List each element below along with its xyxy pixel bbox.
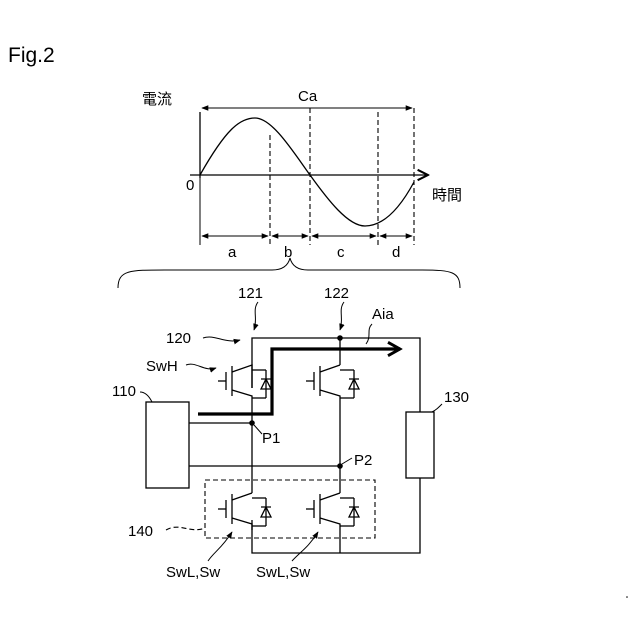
ref-110: 110 — [112, 383, 136, 400]
segment-d-label: d — [392, 244, 400, 261]
label-swl-left: SwL,Sw — [166, 564, 220, 581]
ref-140: 140 — [128, 523, 153, 540]
ref-130: 130 — [444, 389, 469, 406]
leader-p2 — [342, 458, 352, 464]
leader-121 — [254, 302, 258, 330]
ref-121: 121 — [238, 285, 263, 302]
switch-upper-right — [306, 365, 359, 402]
leader-130 — [432, 404, 442, 412]
power-source-110 — [146, 402, 189, 488]
leader-p1 — [254, 425, 262, 434]
switch-lower-left — [218, 493, 271, 530]
leader-aia — [366, 324, 372, 344]
stray-dot — [626, 596, 628, 598]
label-swl-right: SwL,Sw — [256, 564, 310, 581]
leader-swh — [186, 364, 216, 369]
ref-122: 122 — [324, 285, 349, 302]
x-axis-label: 時間 — [432, 187, 462, 204]
leader-120 — [203, 337, 240, 341]
segment-b-label: b — [284, 244, 292, 261]
y-axis-label: 電流 — [142, 91, 172, 108]
label-swh: SwH — [146, 358, 178, 375]
leader-122 — [340, 302, 344, 330]
leader-swl-left — [208, 532, 232, 561]
origin-label: 0 — [186, 177, 194, 194]
current-waveform-graph: 電流 時間 0 Ca a b c d — [142, 88, 462, 261]
leader-110 — [140, 392, 152, 402]
segment-c-label: c — [337, 244, 345, 261]
curly-brace — [118, 258, 460, 288]
sine-curve — [200, 118, 414, 226]
switch-lower-right — [306, 493, 359, 530]
label-p2: P2 — [354, 452, 372, 469]
inverter-circuit: 121 122 120 SwH Aia 110 130 P1 P2 140 Sw… — [112, 285, 469, 581]
cycle-label: Ca — [298, 88, 318, 105]
label-aia: Aia — [372, 306, 394, 323]
bottom-bus — [252, 478, 420, 553]
segment-a-label: a — [228, 244, 237, 261]
label-p1: P1 — [262, 430, 280, 447]
leader-swl-right — [292, 532, 318, 561]
load-130 — [406, 412, 434, 478]
junction-top-right — [337, 335, 343, 341]
lower-switch-group-140 — [205, 480, 375, 538]
leader-140 — [166, 527, 205, 530]
switch-swh-upper-left — [218, 365, 271, 403]
current-path-aia — [198, 349, 400, 414]
figure-label: Fig.2 — [8, 44, 55, 67]
ref-120: 120 — [166, 330, 191, 347]
